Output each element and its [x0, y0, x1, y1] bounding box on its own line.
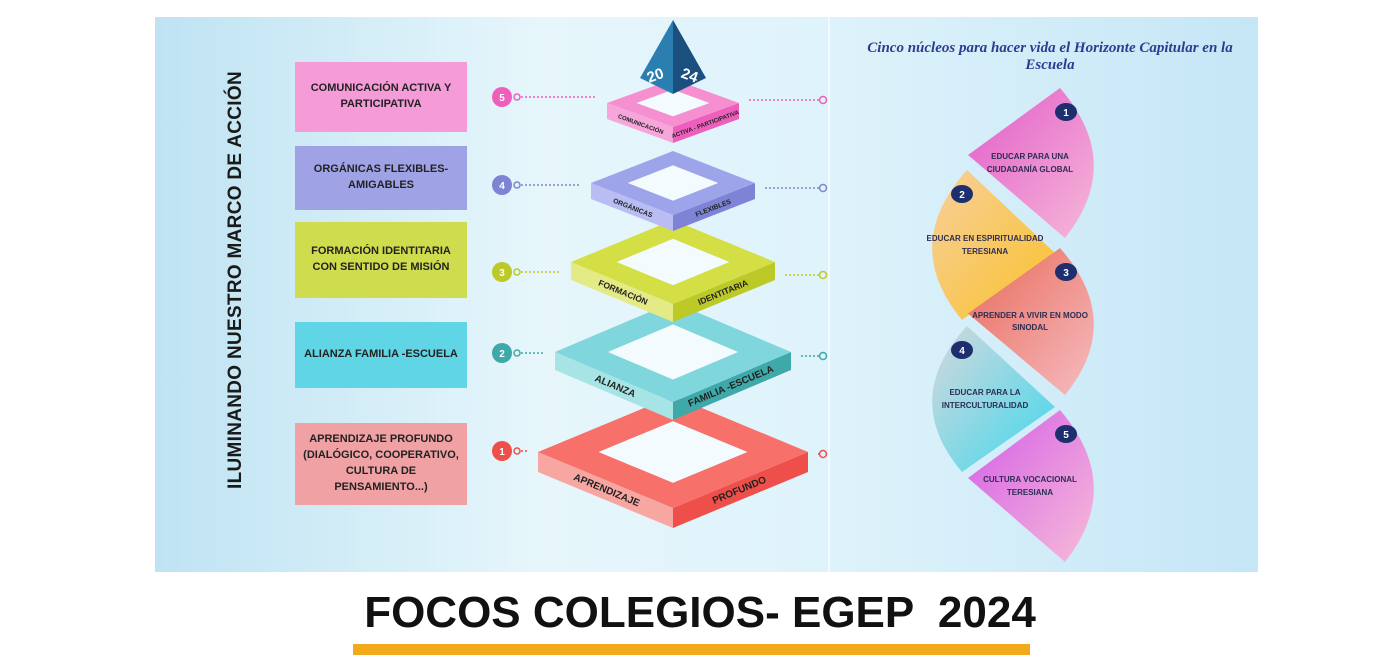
nucleo-number: 5	[1063, 430, 1069, 441]
number-circle	[492, 262, 512, 282]
layer-left-face	[538, 452, 673, 528]
number-circle	[492, 87, 512, 107]
layer-hole	[598, 421, 748, 483]
foco-box-label: APRENDIZAJE PROFUNDO (DIALÓGICO, COOPERA…	[303, 433, 459, 493]
number-marker-1: 1	[492, 441, 828, 461]
number-marker-4: 4	[492, 175, 828, 195]
nucleo-number-badge	[1055, 263, 1077, 281]
number-label: 2	[499, 349, 505, 360]
number-circle	[492, 343, 512, 363]
number-label: 4	[499, 181, 505, 192]
nucleo-number-badge	[1055, 425, 1077, 443]
layer-right-face	[673, 103, 739, 143]
foco-box-label: COMUNICACIÓN ACTIVA Y PARTICIPATIVA	[310, 82, 452, 110]
layer-right-face	[673, 183, 755, 231]
number-marker-3: 3	[492, 262, 828, 282]
nucleo-label: EDUCAR EN ESPIRITUALIDAD TERESIANA	[926, 234, 1044, 256]
nucleo-petal-1: 1	[968, 88, 1094, 238]
apex-year-left: 20	[645, 65, 666, 87]
nucleo-label: APRENDER A VIVIR EN MODO SINODAL	[972, 310, 1088, 333]
right-title: Cinco núcleos para hacer vida el Horizon…	[867, 40, 1233, 73]
nucleo-label: CULTURA VOCACIONAL TERESIANA	[983, 475, 1077, 497]
panel-divider	[828, 17, 830, 572]
layer-hole	[608, 324, 738, 380]
layer-right-face	[673, 262, 775, 322]
layer-left-face	[571, 262, 673, 322]
nucleo-number: 3	[1063, 268, 1069, 279]
foco-box-2: ALIANZA FAMILIA -ESCUELA	[295, 322, 467, 388]
foco-box-1: APRENDIZAJE PROFUNDO (DIALÓGICO, COOPERA…	[295, 423, 467, 505]
number-marker-2: 2	[492, 343, 828, 363]
layer-left-face	[555, 352, 673, 420]
foco-box-label: FORMACIÓN IDENTITARIA CON SENTIDO DE MIS…	[311, 245, 451, 273]
number-circle	[492, 441, 512, 461]
layer-hole	[627, 165, 719, 201]
layer-top-face	[538, 396, 808, 508]
nucleo-number-badge	[1055, 103, 1077, 121]
number-label: 3	[499, 268, 505, 279]
number-label: 5	[499, 93, 505, 104]
number-circle	[492, 175, 512, 195]
layer-hole	[616, 238, 730, 286]
foco-box-4: ORGÁNICAS FLEXIBLES- AMIGABLES	[295, 146, 467, 210]
nucleo-petal-4: 4	[932, 326, 1055, 472]
layer-left-face	[591, 183, 673, 231]
apex-year-right: 24	[679, 65, 701, 87]
nucleo-number: 2	[959, 190, 965, 201]
layer-right-face	[673, 452, 808, 528]
nucleo-label: EDUCAR PARA UNA CIUDADANÍA GLOBAL	[986, 152, 1074, 174]
foco-box-label: ORGÁNICAS FLEXIBLES- AMIGABLES	[313, 163, 449, 191]
layer-right-face	[673, 352, 791, 420]
nucleo-petal-5: 5	[968, 410, 1094, 562]
nucleo-number-badge	[951, 341, 973, 359]
layer-top-face	[555, 302, 791, 402]
nucleo-label: EDUCAR PARA LA INTERCULTURALIDAD	[941, 388, 1029, 410]
layer-left-face	[607, 103, 673, 143]
nucleo-number: 1	[1063, 108, 1069, 119]
nucleo-number-badge	[951, 185, 973, 203]
number-label: 1	[499, 447, 505, 458]
title-underline	[353, 644, 1030, 655]
layer-top-face	[591, 151, 755, 215]
nucleo-petal-3: 3	[968, 248, 1094, 395]
foco-box-3: FORMACIÓN IDENTITARIA CON SENTIDO DE MIS…	[295, 222, 467, 298]
nucleo-number: 4	[959, 346, 965, 357]
number-marker-5: 5	[492, 87, 828, 107]
main-title: FOCOS COLEGIOS- EGEP 2024	[364, 588, 1036, 637]
nucleo-petal-2: 2	[932, 170, 1055, 320]
foco-box-label: ALIANZA FAMILIA -ESCUELA	[304, 348, 458, 361]
layer-top-face	[607, 79, 739, 127]
layer-hole	[636, 89, 710, 117]
foco-box-5: COMUNICACIÓN ACTIVA Y PARTICIPATIVA	[295, 62, 467, 132]
layer-top-face	[571, 220, 775, 304]
